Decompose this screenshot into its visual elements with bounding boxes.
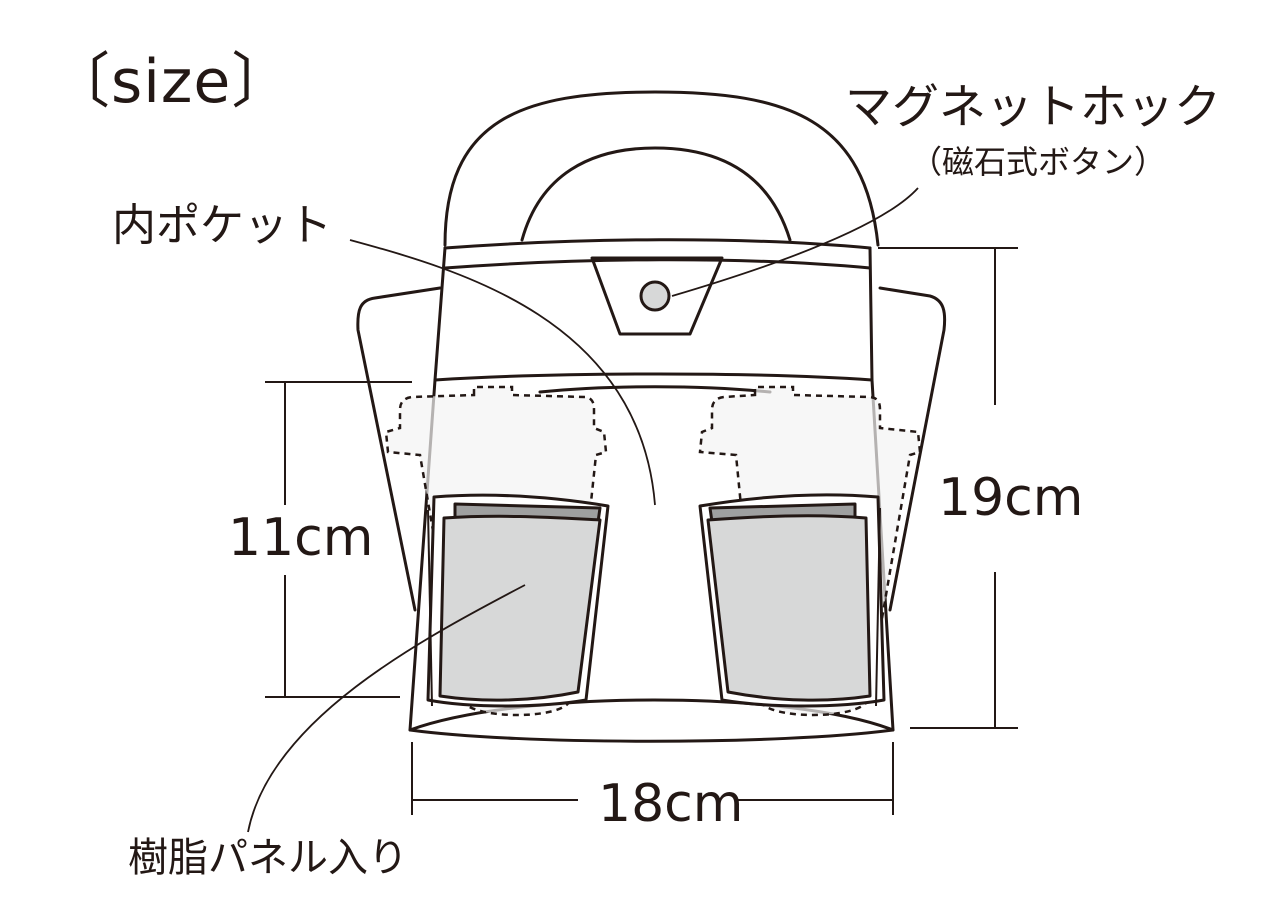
bag-top-band-lower [443,258,872,270]
resin-leader [247,584,526,833]
bag-front-seam [433,372,874,382]
size-title: 〔size〕 [50,47,293,117]
inner-pocket-leader [349,239,656,506]
bag-front-body [408,246,895,743]
right-resin-panel [706,514,872,702]
bag-handle-inner [520,146,792,242]
magnet-tab [590,256,724,336]
cup-pocket-height-dimension: 11cm [228,508,374,568]
bag-height-dimension: 19cm [938,468,1084,528]
left-resin-panel [438,514,602,702]
resin-panel-label: 樹脂パネル入り [128,835,408,881]
bag-back-body [356,286,947,612]
bag-width-dimension: 18cm [598,774,744,834]
magnet-hook-label: マグネットホック [845,80,1221,135]
inner-pocket-label: 内ポケット [112,200,332,251]
magnet-button [639,280,671,312]
magnet-hook-sublabel: （磁石式ボタン） [910,143,1167,181]
bag-top-band [443,238,872,250]
bag-handle [443,90,880,247]
magnet-leader [671,187,919,297]
bag-bottom [408,698,895,732]
bag-inner-opening [538,385,772,394]
